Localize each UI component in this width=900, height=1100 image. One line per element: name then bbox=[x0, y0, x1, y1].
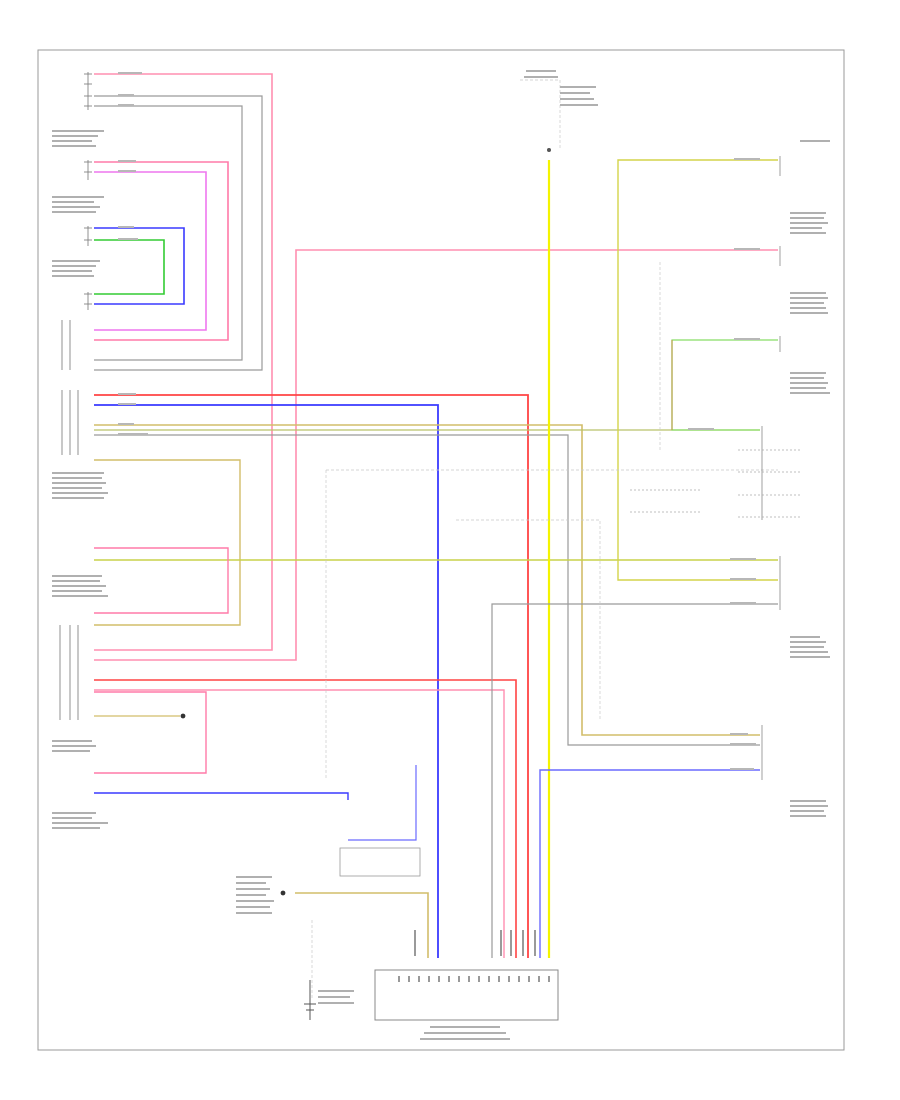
left-connector-group-3 bbox=[84, 226, 92, 310]
wire-gray-1 bbox=[94, 95, 263, 371]
wire-tan-bottom bbox=[295, 892, 429, 958]
wire-pink-mid bbox=[94, 547, 229, 614]
wire-blue-3 bbox=[94, 227, 185, 305]
center-small-component bbox=[339, 847, 421, 877]
wire-red-lower-2 bbox=[94, 689, 505, 958]
wire-blue-right bbox=[539, 769, 760, 958]
wire-pink-lower bbox=[94, 691, 207, 774]
wire-yellow-right bbox=[617, 159, 778, 581]
wire-gray-2 bbox=[94, 105, 243, 361]
wire-red-long bbox=[94, 249, 778, 661]
ecm-wire-labels bbox=[414, 930, 536, 956]
wire-blue-vert-small bbox=[348, 765, 417, 841]
top-connector-node bbox=[547, 148, 551, 152]
left-connector-group-1 bbox=[84, 72, 92, 110]
wire-red-lower-1 bbox=[94, 679, 517, 958]
wire-pink-2 bbox=[94, 161, 229, 341]
wire-pink-top bbox=[94, 73, 273, 651]
ecm-connector-pins bbox=[398, 976, 550, 982]
left-component-labels bbox=[52, 130, 108, 829]
wire-tan-loop bbox=[94, 459, 241, 626]
ground-point-2 bbox=[280, 890, 286, 896]
wire-color-tags bbox=[118, 72, 760, 770]
wire-magenta-2 bbox=[94, 171, 207, 331]
wire-green-right bbox=[671, 339, 778, 431]
right-side-pin-rows bbox=[630, 449, 800, 518]
wire-blue-main bbox=[94, 404, 439, 958]
ecm-connector-box bbox=[374, 969, 559, 1021]
left-connector-group-2 bbox=[84, 160, 92, 180]
ground-point-1 bbox=[180, 713, 186, 719]
wire-gray-main bbox=[94, 434, 760, 746]
bottom-left-ground-symbol bbox=[304, 980, 316, 1020]
right-component-labels bbox=[790, 140, 830, 817]
wire-red-main bbox=[94, 394, 529, 958]
top-center-label bbox=[524, 70, 598, 106]
right-connector-pins bbox=[761, 156, 781, 780]
ecm-label bbox=[420, 1026, 510, 1040]
left-splice-bus bbox=[59, 320, 79, 720]
bottom-left-labels bbox=[236, 876, 354, 1004]
diagram-frame bbox=[37, 49, 845, 1051]
wire-tan-main bbox=[94, 424, 760, 736]
wire-gray-right bbox=[491, 603, 778, 958]
shield-lines bbox=[311, 79, 778, 1000]
wire-green-3 bbox=[94, 239, 165, 295]
wire-blue-lower bbox=[94, 792, 349, 800]
